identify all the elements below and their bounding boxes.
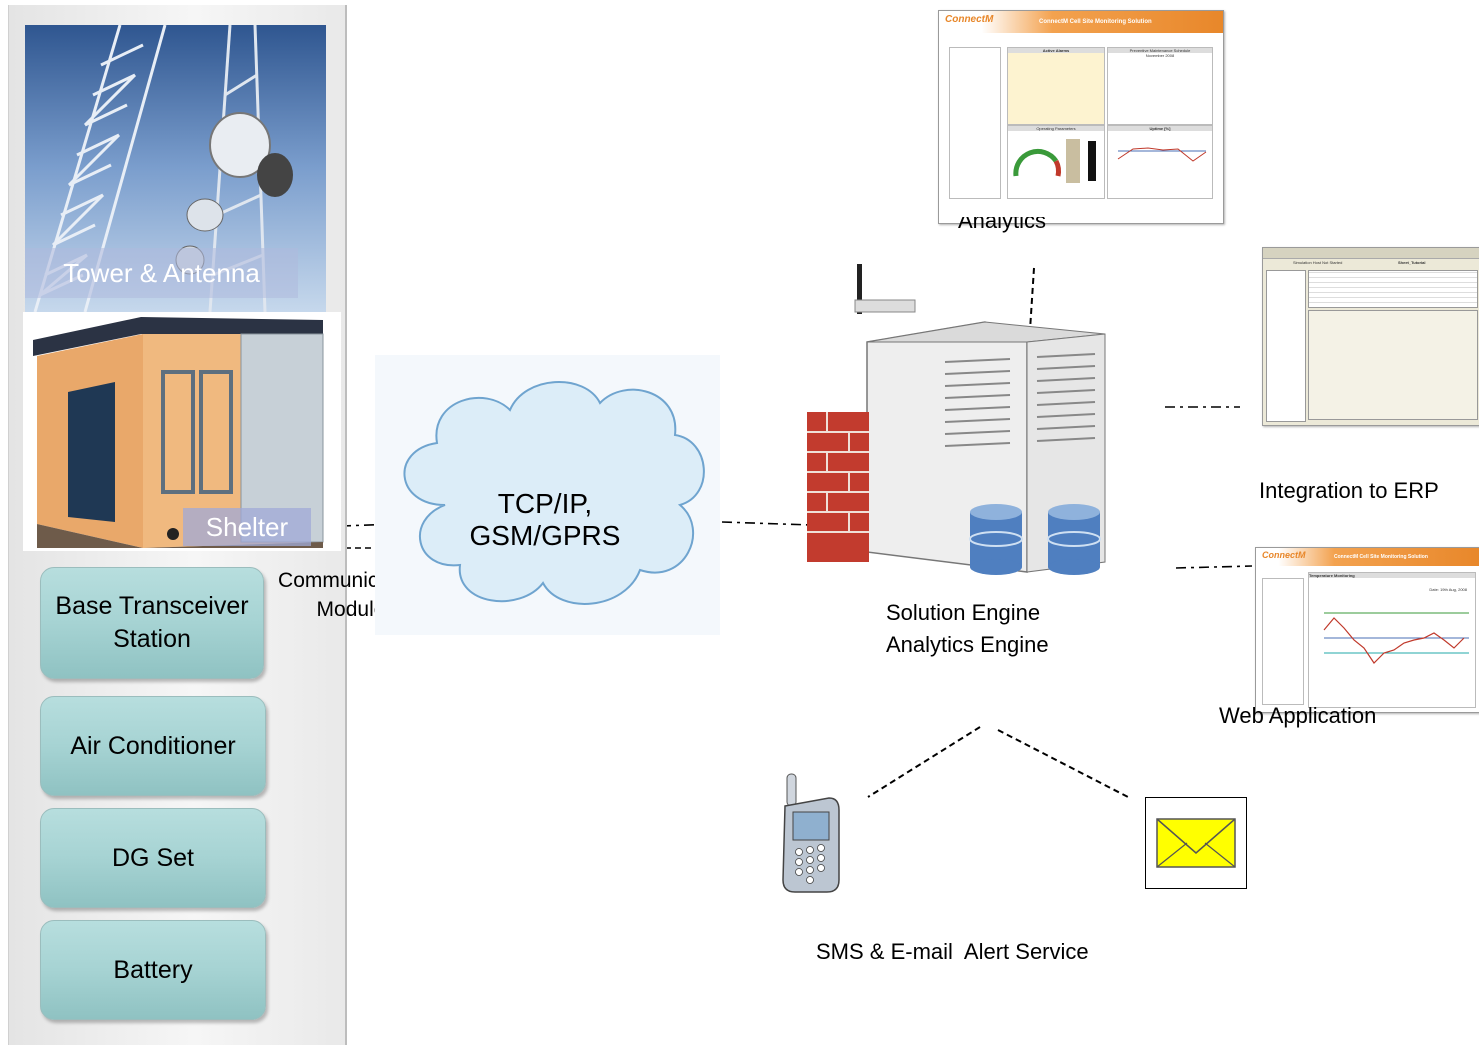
erp-screenshot: Simulation Host Not Started Sheet_Tutori… bbox=[1262, 247, 1479, 426]
gauge-graphics bbox=[1013, 139, 1096, 183]
temperature-lines bbox=[1323, 612, 1469, 664]
erp-table bbox=[1308, 270, 1478, 308]
calendar-month: November 2008 bbox=[1145, 53, 1175, 58]
alarms-title: Active Alarms bbox=[1008, 48, 1104, 53]
tower-antenna-image: Tower & Antenna bbox=[25, 25, 326, 312]
erp-label: Integration to ERP bbox=[1259, 478, 1439, 503]
webapp-tree bbox=[1262, 578, 1304, 705]
engine-label: Solution Engine Analytics Engine bbox=[886, 600, 1049, 657]
dg-set-box: DG Set bbox=[40, 808, 266, 908]
uptime-lines bbox=[1117, 147, 1207, 162]
dashboard-alarms: Active Alarms bbox=[1007, 47, 1105, 125]
erp-tab-title: Sheet_Tutorial bbox=[1398, 260, 1426, 265]
analytics-label: Analytics bbox=[958, 208, 1047, 233]
webapp-date: Date: 19th Aug, 2008 bbox=[1429, 587, 1467, 592]
erp-sidebar bbox=[1266, 270, 1306, 422]
engine-to-webapp-line bbox=[1175, 565, 1253, 569]
engine-to-analytics-line bbox=[1029, 267, 1035, 331]
battery-box: Battery bbox=[40, 920, 266, 1020]
shelter-label: Shelter bbox=[183, 508, 311, 546]
alert-service-label: SMS & E-mail Alert Service bbox=[816, 939, 1089, 964]
erp-title: Simulation Host Not Started bbox=[1293, 260, 1343, 265]
dashboard-uptime-chart: Uptime [%] bbox=[1107, 125, 1213, 199]
dashboard-gauges: Operating Parameters bbox=[1007, 125, 1105, 199]
dashboard-calendar: Preventive Maintenance Schedule November… bbox=[1107, 47, 1213, 125]
webapp-brand: ConnectM bbox=[1262, 550, 1306, 560]
webapp-chart: Temperature Monitoring Date: 19th Aug, 2… bbox=[1308, 572, 1476, 708]
engine-to-email-line bbox=[997, 729, 1129, 798]
email-envelope-icon bbox=[1145, 797, 1247, 889]
engine-to-sms-line bbox=[867, 726, 981, 798]
network-cloud bbox=[375, 355, 720, 635]
web-app-label: Web Application bbox=[1219, 703, 1377, 728]
webapp-chart-title: Temperature Monitoring bbox=[1309, 573, 1475, 578]
shelter-image: Shelter bbox=[23, 312, 341, 551]
webapp-title: ConnectM Cell Site Monitoring Solution bbox=[1334, 554, 1428, 560]
operating-params-title: Operating Parameters bbox=[1008, 126, 1104, 131]
tower-antenna-label: Tower & Antenna bbox=[25, 248, 298, 298]
dashboard-brand: ConnectM bbox=[945, 14, 994, 25]
base-transceiver-station-box: Base Transceiver Station bbox=[40, 567, 264, 679]
mobile-phone-icon bbox=[782, 773, 840, 893]
cloud-to-engine-line bbox=[721, 521, 813, 526]
network-cloud-label: TCP/IP, GSM/GPRS bbox=[469, 488, 621, 551]
uptime-title: Uptime [%] bbox=[1108, 126, 1212, 131]
analytics-dashboard-screenshot: ConnectM ConnectM Cell Site Monitoring S… bbox=[938, 10, 1224, 224]
maintenance-title: Preventive Maintenance Schedule bbox=[1108, 48, 1212, 53]
dashboard-tree bbox=[949, 47, 1001, 199]
erp-form bbox=[1308, 310, 1478, 420]
shelter-illustration bbox=[23, 312, 341, 551]
air-conditioner-box: Air Conditioner bbox=[40, 696, 266, 796]
web-application-screenshot: ConnectM ConnectM Cell Site Monitoring S… bbox=[1255, 547, 1479, 713]
dashboard-title: ConnectM Cell Site Monitoring Solution bbox=[1039, 19, 1152, 25]
solution-engine-server bbox=[807, 264, 1106, 575]
